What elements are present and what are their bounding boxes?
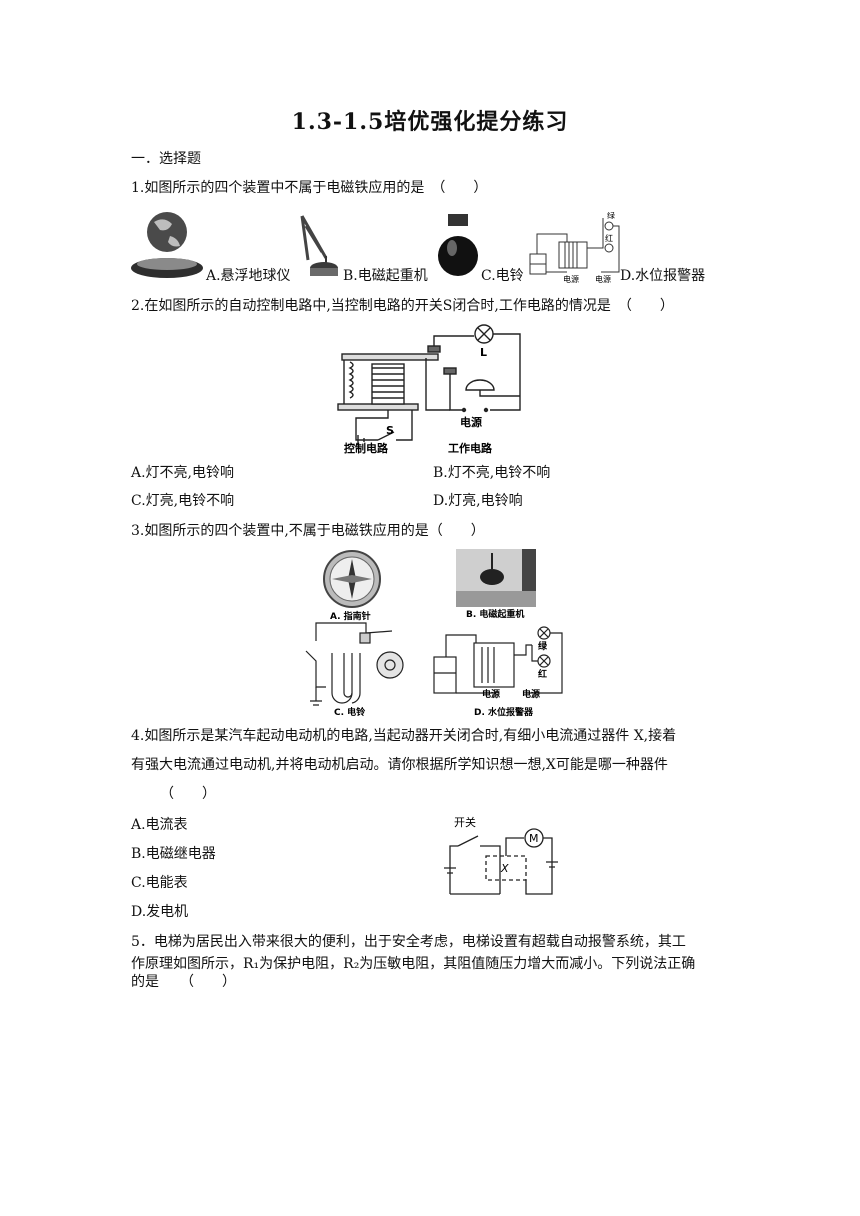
- q1-option-c: C.电铃: [481, 268, 524, 284]
- q2-option-a: A.灯不亮,电铃响: [131, 465, 235, 481]
- q3-fig-label-green: 绿: [538, 640, 548, 652]
- q1-water-alarm-image: 绿 红 电源 电源: [529, 212, 620, 284]
- q4-fig-label-device: X: [500, 862, 509, 875]
- q4-option-c: C.电能表: [131, 875, 188, 891]
- q5-stem-line3: 的是 （ ）: [131, 974, 236, 990]
- q1-fig-label-green: 绿: [607, 212, 615, 220]
- q5-stem-line1: 5．电梯为居民出入带来很大的便利，出于安全考虑，电梯设置有超载自动报警系统，其工: [131, 934, 686, 950]
- q2-circuit-diagram: L S 电源 控制电路 工作电路: [337, 324, 521, 454]
- q3-bell-diagram: [305, 622, 404, 706]
- q1-fig-label-red: 红: [605, 233, 613, 243]
- q4-answer-blank: （ ）: [160, 786, 216, 802]
- q2-option-d: D.灯亮,电铃响: [433, 493, 523, 509]
- q4-option-a: A.电流表: [131, 817, 188, 833]
- q3-caption-b: B. 电磁起重机: [466, 608, 524, 620]
- q1-option-d: D.水位报警器: [620, 268, 706, 284]
- q2-fig-label-switch: S: [386, 424, 394, 437]
- q4-stem-line1: 4.如图所示是某汽车起动电动机的电路,当起动器开关闭合时,有细小电流通过器件 X…: [131, 728, 677, 744]
- q1-bell-image: [438, 214, 478, 276]
- q5-stem-line2: 作原理如图所示，R₁为保护电阻，R₂为压敏电阻，其阻值随压力增大而减小。下列说法…: [131, 956, 696, 972]
- page-title: 1.3-1.5培优强化提分练习: [291, 109, 569, 135]
- q2-fig-label-control: 控制电路: [344, 441, 389, 454]
- q1-option-b: B.电磁起重机: [343, 268, 428, 284]
- section-heading: 一．选择题: [131, 151, 201, 167]
- q3-caption-c: C. 电铃: [334, 706, 366, 718]
- q2-fig-label-power: 电源: [460, 415, 482, 429]
- q3-caption-a: A. 指南针: [330, 610, 371, 622]
- q2-stem: 2.在如图所示的自动控制电路中,当控制电路的开关S闭合时,工作电路的情况是 （ …: [131, 298, 674, 314]
- q4-option-d: D.发电机: [131, 904, 189, 920]
- q4-option-b: B.电磁继电器: [131, 846, 216, 862]
- q2-fig-label-lamp: L: [480, 346, 487, 359]
- q3-fig-label-power2: 电源: [522, 688, 540, 700]
- q3-caption-d: D. 水位报警器: [474, 706, 534, 718]
- q2-option-c: C.灯亮,电铃不响: [131, 493, 235, 509]
- q3-fig-label-red: 红: [538, 668, 547, 680]
- q3-compass-image: [323, 550, 381, 608]
- q3-water-alarm-diagram: [433, 626, 563, 694]
- q1-crane-image: [300, 215, 338, 276]
- q1-fig-label-power2: 电源: [595, 274, 611, 284]
- q4-stem-line2: 有强大电流通过电动机,并将电动机启动。请你根据所学知识想一想,X可能是哪一种器件: [131, 757, 668, 773]
- q1-globe-image: [131, 212, 203, 278]
- q2-fig-label-work: 工作电路: [448, 441, 493, 454]
- q4-circuit-diagram: 开关 M X: [444, 815, 558, 895]
- q1-stem: 1.如图所示的四个装置中不属于电磁铁应用的是 （ ）: [131, 180, 488, 196]
- q2-option-b: B.灯不亮,电铃不响: [433, 465, 551, 481]
- q3-fig-label-power1: 电源: [482, 688, 500, 700]
- q3-crane-image: [456, 549, 536, 607]
- q3-stem: 3.如图所示的四个装置中,不属于电磁铁应用的是（ ）: [131, 523, 485, 539]
- q3-figure-grid: A. 指南针 B. 电磁起重机 C. 电铃 绿 红: [305, 549, 563, 718]
- q1-fig-label-power1: 电源: [563, 274, 579, 284]
- q4-fig-label-motor: M: [529, 832, 539, 845]
- q4-fig-label-switch: 开关: [454, 815, 476, 829]
- q1-option-a: A.悬浮地球仪: [206, 268, 291, 284]
